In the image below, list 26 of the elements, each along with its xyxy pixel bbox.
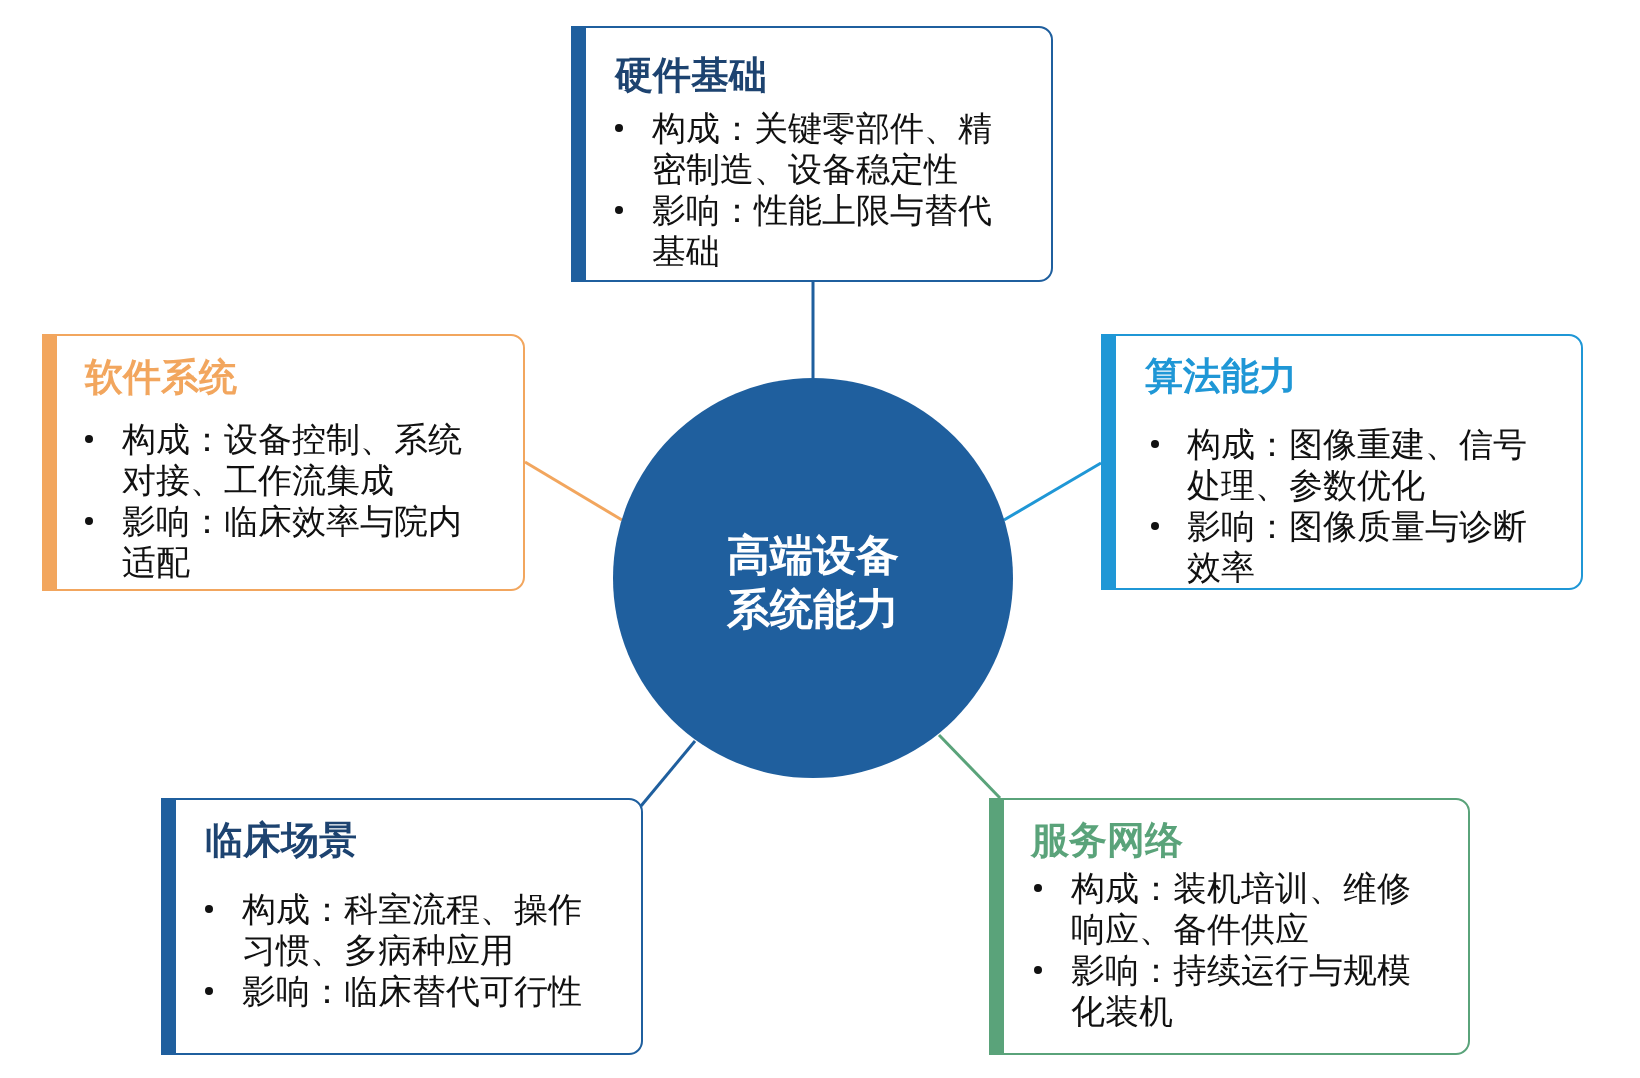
connector-line: [639, 740, 697, 807]
bullet-text: 构成：图像重建、信号处理、参数优化: [1187, 423, 1528, 506]
bullet-text: 构成：科室流程、操作习惯、多病种应用: [242, 888, 583, 971]
card-title: 临床场景: [205, 818, 357, 862]
hub-title: 高端设备系统能力: [726, 529, 900, 636]
bullet-text: 影响：临床替代可行性: [242, 970, 583, 1012]
connector-line: [524, 460, 623, 522]
bullet-text: 影响：持续运行与规模化装机: [1071, 949, 1412, 1032]
info-card: [42, 334, 525, 591]
connector-line: [937, 733, 1002, 800]
bullet-text: 影响：性能上限与替代基础: [652, 189, 993, 272]
card-title: 硬件基础: [615, 53, 767, 97]
info-card: [989, 798, 1470, 1055]
bullet-text: 影响：图像质量与诊断效率: [1187, 505, 1528, 588]
card-title: 算法能力: [1145, 354, 1297, 398]
card-title: 服务网络: [1031, 818, 1183, 862]
info-card: [161, 798, 643, 1055]
bullet-text: 构成：关键零部件、精密制造、设备稳定性: [652, 107, 993, 190]
bullet-text: 构成：设备控制、系统对接、工作流集成: [122, 418, 463, 501]
info-card: [571, 26, 1053, 282]
info-card: [1101, 334, 1583, 590]
connector-line: [811, 282, 815, 378]
bullet-text: 构成：装机培训、维修响应、备件供应: [1071, 867, 1412, 950]
bullet-text: 影响：临床效率与院内适配: [122, 500, 463, 583]
card-title: 软件系统: [85, 355, 237, 399]
connector-line: [1003, 461, 1102, 522]
